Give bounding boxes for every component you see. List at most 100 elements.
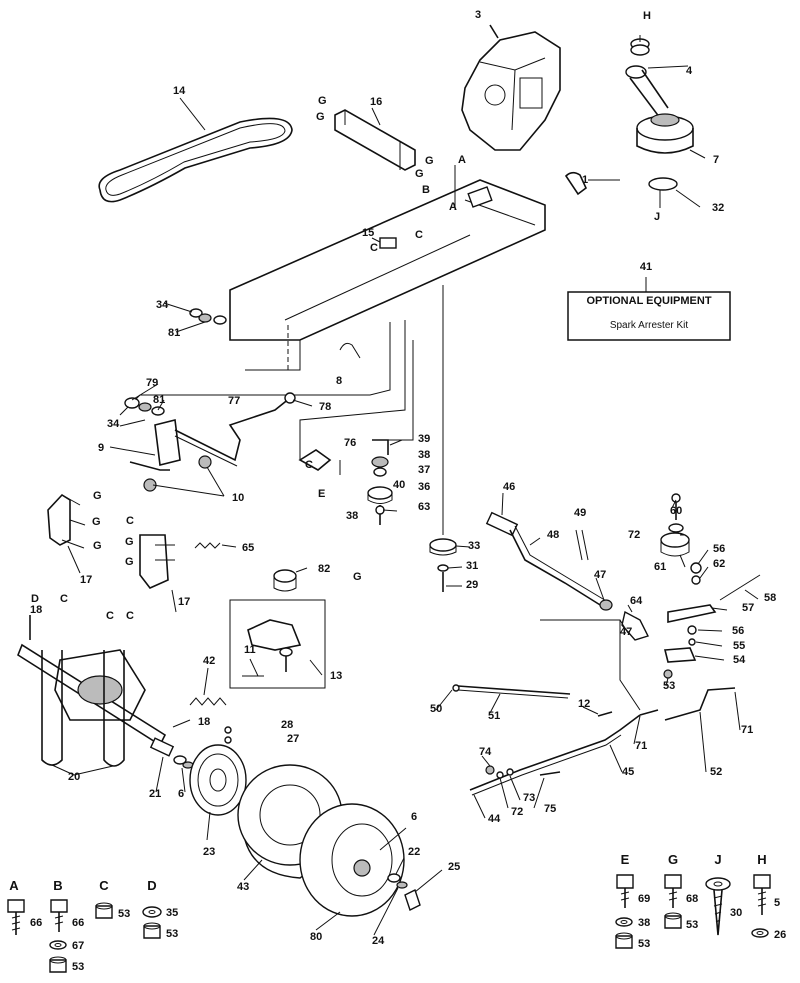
legend-item: 35 xyxy=(166,907,178,919)
part-number-label: 34 xyxy=(107,418,120,430)
engine-part xyxy=(461,24,561,151)
part-number-label: 7 xyxy=(713,154,719,166)
part-number-label: 58 xyxy=(764,592,776,604)
nut-icon xyxy=(95,902,113,919)
legend-item: 67 xyxy=(72,940,84,952)
part-number-label: 18 xyxy=(198,716,210,728)
part-number-label: 17 xyxy=(80,574,92,586)
part-number-label: 28 xyxy=(281,719,293,731)
nut-icon xyxy=(49,956,67,973)
letter-callout: G xyxy=(353,571,362,583)
letter-callout: C xyxy=(126,515,134,527)
part-number-label: 54 xyxy=(733,654,746,666)
letter-callout: C xyxy=(106,610,114,622)
legend-item: 5 xyxy=(774,897,780,909)
part-number-label: 52 xyxy=(710,766,722,778)
letter-callout: G xyxy=(318,95,327,107)
axle-hardware-22-25 xyxy=(387,873,421,911)
legend-item: 38 xyxy=(638,917,650,929)
part-number-label: 62 xyxy=(713,558,725,570)
part-number-label: 56 xyxy=(713,543,725,555)
part-number-label: 21 xyxy=(149,788,161,800)
legend-letter: C xyxy=(99,878,109,893)
letter-callout: H xyxy=(643,10,651,22)
transaxle-part xyxy=(17,615,167,767)
tractor-frame xyxy=(229,179,546,371)
letter-callout: A xyxy=(458,154,466,166)
part-number-label: 57 xyxy=(742,602,754,614)
drag-link-parts xyxy=(663,562,761,679)
muffler-part xyxy=(564,38,694,208)
part-number-label: 36 xyxy=(418,481,430,493)
legend-item: 69 xyxy=(638,893,650,905)
nut-icon xyxy=(615,932,633,949)
part-number-label: 27 xyxy=(287,733,299,745)
part-number-label: 20 xyxy=(68,771,80,783)
part-number-label: 3 xyxy=(475,9,481,21)
screw-icon xyxy=(705,877,731,936)
part-number-label: 10 xyxy=(232,492,244,504)
legend-item: 66 xyxy=(30,917,42,929)
legend-item: 26 xyxy=(774,929,786,941)
part-number-label: 41 xyxy=(640,261,652,273)
part-number-label: 33 xyxy=(468,540,480,552)
part-number-label: 75 xyxy=(544,803,556,815)
part-number-label: 73 xyxy=(523,792,535,804)
part-number-label: 65 xyxy=(242,542,254,554)
part-number-label: 14 xyxy=(173,85,186,97)
legend-item: 53 xyxy=(166,928,178,940)
part-number-label: 16 xyxy=(370,96,382,108)
leader-lines xyxy=(51,35,759,936)
bolt-icon xyxy=(664,874,682,908)
bolt-icon xyxy=(616,874,634,908)
steering-shaft-46 xyxy=(485,511,609,609)
part-number-label: 47 xyxy=(594,569,606,581)
spring-part-42 xyxy=(189,697,227,706)
legend-letter: G xyxy=(668,852,678,867)
part-number-label: 47 xyxy=(620,626,632,638)
nut-icon xyxy=(664,912,682,929)
legend-letter: J xyxy=(714,852,721,867)
part-number-label: 72 xyxy=(511,806,523,818)
letter-callout: G xyxy=(415,168,424,180)
part-number-label: 13 xyxy=(330,670,342,682)
part-number-label: 34 xyxy=(156,299,169,311)
hardware-legend: A 66 B 66 67 xyxy=(7,852,786,973)
part-number-label: 48 xyxy=(547,529,559,541)
part-number-label: 6 xyxy=(178,788,184,800)
part-number-label: 9 xyxy=(98,442,104,454)
part-number-label: 17 xyxy=(178,596,190,608)
part-number-label: 37 xyxy=(418,464,430,476)
part-number-label: 39 xyxy=(418,433,430,445)
part-number-label: 71 xyxy=(741,724,753,736)
part-number-label: 64 xyxy=(630,595,643,607)
part-number-label: 63 xyxy=(418,501,430,513)
part-number-label: 38 xyxy=(346,510,358,522)
part-number-label: 77 xyxy=(228,395,240,407)
drive-belt-part xyxy=(98,117,293,203)
part-number-label: 79 xyxy=(146,377,158,389)
legend-group-b: B 66 67 53 xyxy=(49,878,84,973)
part-number-label: 44 xyxy=(488,813,501,825)
optional-equipment-subtitle: Spark Arrester Kit xyxy=(610,320,689,331)
part-number-label: 42 xyxy=(203,655,215,667)
part-number-label: 81 xyxy=(168,327,180,339)
steering-parts-47-64 xyxy=(575,529,649,641)
letter-callout: C xyxy=(415,229,423,241)
part-number-label: 51 xyxy=(488,710,500,722)
part-number-label: 71 xyxy=(635,740,647,752)
letter-callout: G xyxy=(425,155,434,167)
letter-callout: E xyxy=(318,488,325,500)
washer-icon xyxy=(142,906,162,918)
legend-letter: A xyxy=(9,878,19,893)
legend-group-e: E 69 38 53 xyxy=(615,852,650,950)
part-number-label: 22 xyxy=(408,846,420,858)
part-number-label: 8 xyxy=(336,375,342,387)
optional-equipment-title: OPTIONAL EQUIPMENT xyxy=(586,295,711,307)
letter-callout: C xyxy=(305,459,313,471)
letter-callout: J xyxy=(654,211,660,223)
part-number-label: 15 xyxy=(362,227,374,239)
steering-gear-61 xyxy=(660,493,690,557)
legend-group-g: G 68 53 xyxy=(664,852,698,931)
